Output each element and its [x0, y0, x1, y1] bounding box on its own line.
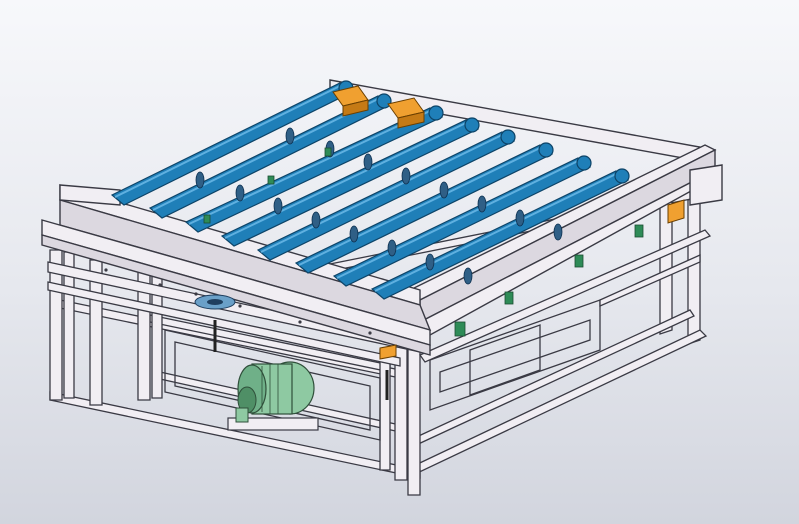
right-mid-rail — [409, 309, 695, 447]
roller-5[interactable] — [256, 129, 516, 261]
right-short-rail — [599, 253, 701, 307]
front-rail-bolts — [104, 268, 372, 335]
right-cross-frame-1 — [429, 299, 601, 411]
center-gear — [194, 294, 236, 310]
roller-4[interactable] — [220, 117, 480, 247]
base-frame — [47, 189, 712, 496]
roller-3[interactable] — [184, 105, 444, 233]
bearing-blocks[interactable] — [332, 85, 685, 360]
bearing-block-icon — [667, 199, 685, 224]
motor-foot — [235, 407, 249, 423]
lift-rods — [213, 320, 389, 400]
front-right-leg-b — [407, 339, 421, 496]
roller-7[interactable] — [332, 155, 592, 287]
front-second-rail — [47, 281, 401, 367]
roller-8[interactable] — [370, 168, 630, 300]
motor-base-plate — [227, 417, 319, 431]
bearing-block-icon — [379, 344, 397, 360]
roller-6[interactable] — [294, 142, 554, 274]
roller-set[interactable] — [110, 80, 630, 300]
left-end-channel — [59, 184, 121, 206]
roller-wheels — [195, 127, 563, 285]
right-upper-frame — [419, 229, 712, 363]
front-lower-channel-face — [41, 234, 431, 356]
conveyor-bed — [41, 79, 723, 356]
left-bottom-rail — [49, 391, 421, 479]
front-right-inner-leg — [379, 349, 391, 471]
right-end-bracket — [689, 164, 723, 206]
inner-support-box — [164, 329, 381, 441]
back-top-rail — [329, 79, 706, 163]
roller-1[interactable] — [110, 80, 354, 206]
right-cross-frame-3 — [469, 324, 541, 396]
rear-right-leg — [687, 195, 701, 345]
drive-motor[interactable] — [227, 361, 319, 431]
side-clamps — [203, 147, 644, 337]
